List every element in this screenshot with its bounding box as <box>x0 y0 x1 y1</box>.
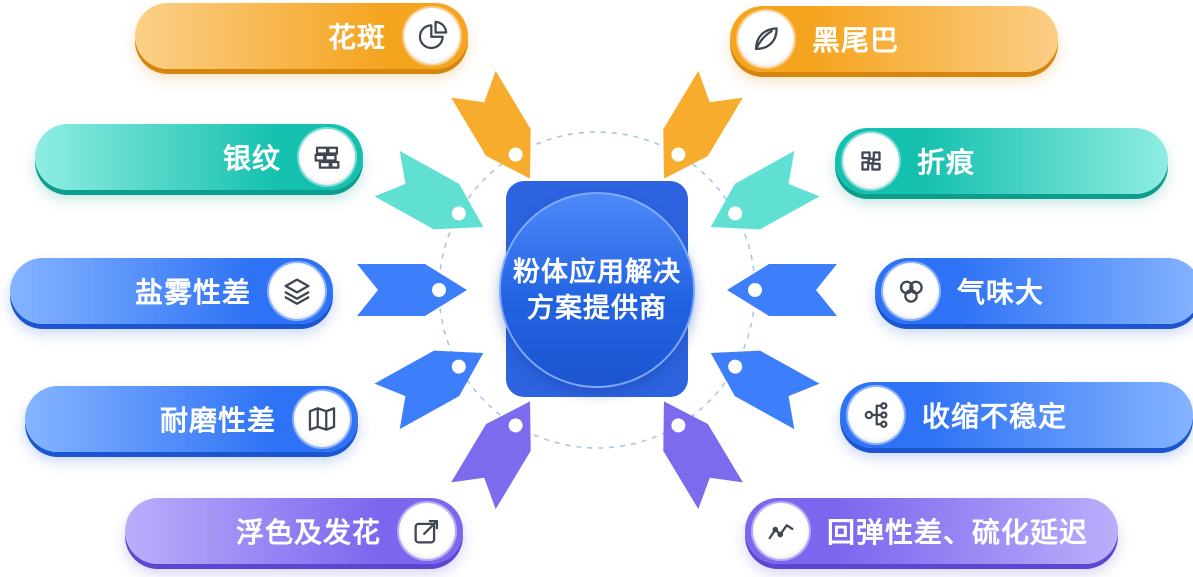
arrow-heiweiba <box>663 70 743 179</box>
layers-icon <box>269 263 325 319</box>
arrow-shousuo <box>710 350 820 430</box>
arrow-shape <box>663 401 743 510</box>
arrow-yanwu <box>357 264 467 316</box>
arrow-shape <box>710 150 820 230</box>
pill-shousuo: 收缩不稳定 <box>840 382 1193 448</box>
map-icon <box>294 391 350 447</box>
pill-fuse: 浮色及发花 <box>125 498 463 564</box>
pill-label: 花斑 <box>327 22 386 53</box>
bubbles-icon <box>883 263 939 319</box>
arrow-shape <box>374 150 484 230</box>
arrow-qiwei <box>727 264 837 316</box>
puzzle-icon <box>843 133 899 189</box>
center-title-line2: 方案提供商 <box>527 293 667 323</box>
arrow-dot <box>508 418 523 433</box>
pill-naimo: 耐磨性差 <box>25 386 358 452</box>
pill-label: 银纹 <box>222 143 281 174</box>
arrow-shape <box>727 264 837 316</box>
arrow-dot <box>748 283 762 297</box>
arrow-shape <box>451 401 531 510</box>
arrow-shape <box>357 264 467 316</box>
arrow-shape <box>663 70 743 179</box>
pill-label: 折痕 <box>917 147 976 178</box>
arrow-dot <box>432 283 446 297</box>
arrow-shape <box>374 350 484 430</box>
pill-label: 黑尾巴 <box>812 25 900 56</box>
arrow-zhehen <box>710 150 820 230</box>
pill-label: 耐磨性差 <box>159 405 276 436</box>
arrow-huitan <box>663 401 743 510</box>
leaf-icon <box>738 11 794 67</box>
pill-heiweiba: 黑尾巴 <box>730 6 1058 72</box>
hierarchy-icon <box>848 387 904 443</box>
pill-label: 盐雾性差 <box>134 277 251 308</box>
pill-huaban: 花斑 <box>135 3 468 69</box>
arrow-yinwen <box>374 150 484 230</box>
line-chart-icon <box>753 503 809 559</box>
pill-zhehen: 折痕 <box>835 128 1168 194</box>
center-title-line1: 粉体应用解决 <box>513 256 681 287</box>
center-node: 粉体应用解决 方案提供商 <box>499 192 695 388</box>
pill-huitan: 回弹性差、硫化延迟 <box>745 498 1118 564</box>
pill-label: 收缩不稳定 <box>922 401 1068 432</box>
arrow-shape <box>451 70 531 179</box>
arrow-shape <box>710 350 820 430</box>
arrow-dot <box>728 359 743 374</box>
pill-yanwu: 盐雾性差 <box>10 258 333 324</box>
arrow-dot <box>451 359 466 374</box>
pie-chart-icon <box>404 8 460 64</box>
pill-qiwei: 气味大 <box>875 258 1193 324</box>
arrow-fuse <box>451 401 531 510</box>
pill-label: 浮色及发花 <box>235 517 381 548</box>
pill-label: 气味大 <box>957 277 1045 308</box>
arrow-dot <box>728 206 743 221</box>
arrow-naimo <box>374 350 484 430</box>
arrow-dot <box>508 147 523 162</box>
pill-label: 回弹性差、硫化延迟 <box>827 517 1089 548</box>
arrow-huaban <box>451 70 531 179</box>
arrow-dot <box>671 147 686 162</box>
bricks-icon <box>299 129 355 185</box>
arrow-dot <box>451 206 466 221</box>
pill-yinwen: 银纹 <box>35 124 363 190</box>
arrow-dot <box>671 418 686 433</box>
trend-box-icon <box>399 503 455 559</box>
